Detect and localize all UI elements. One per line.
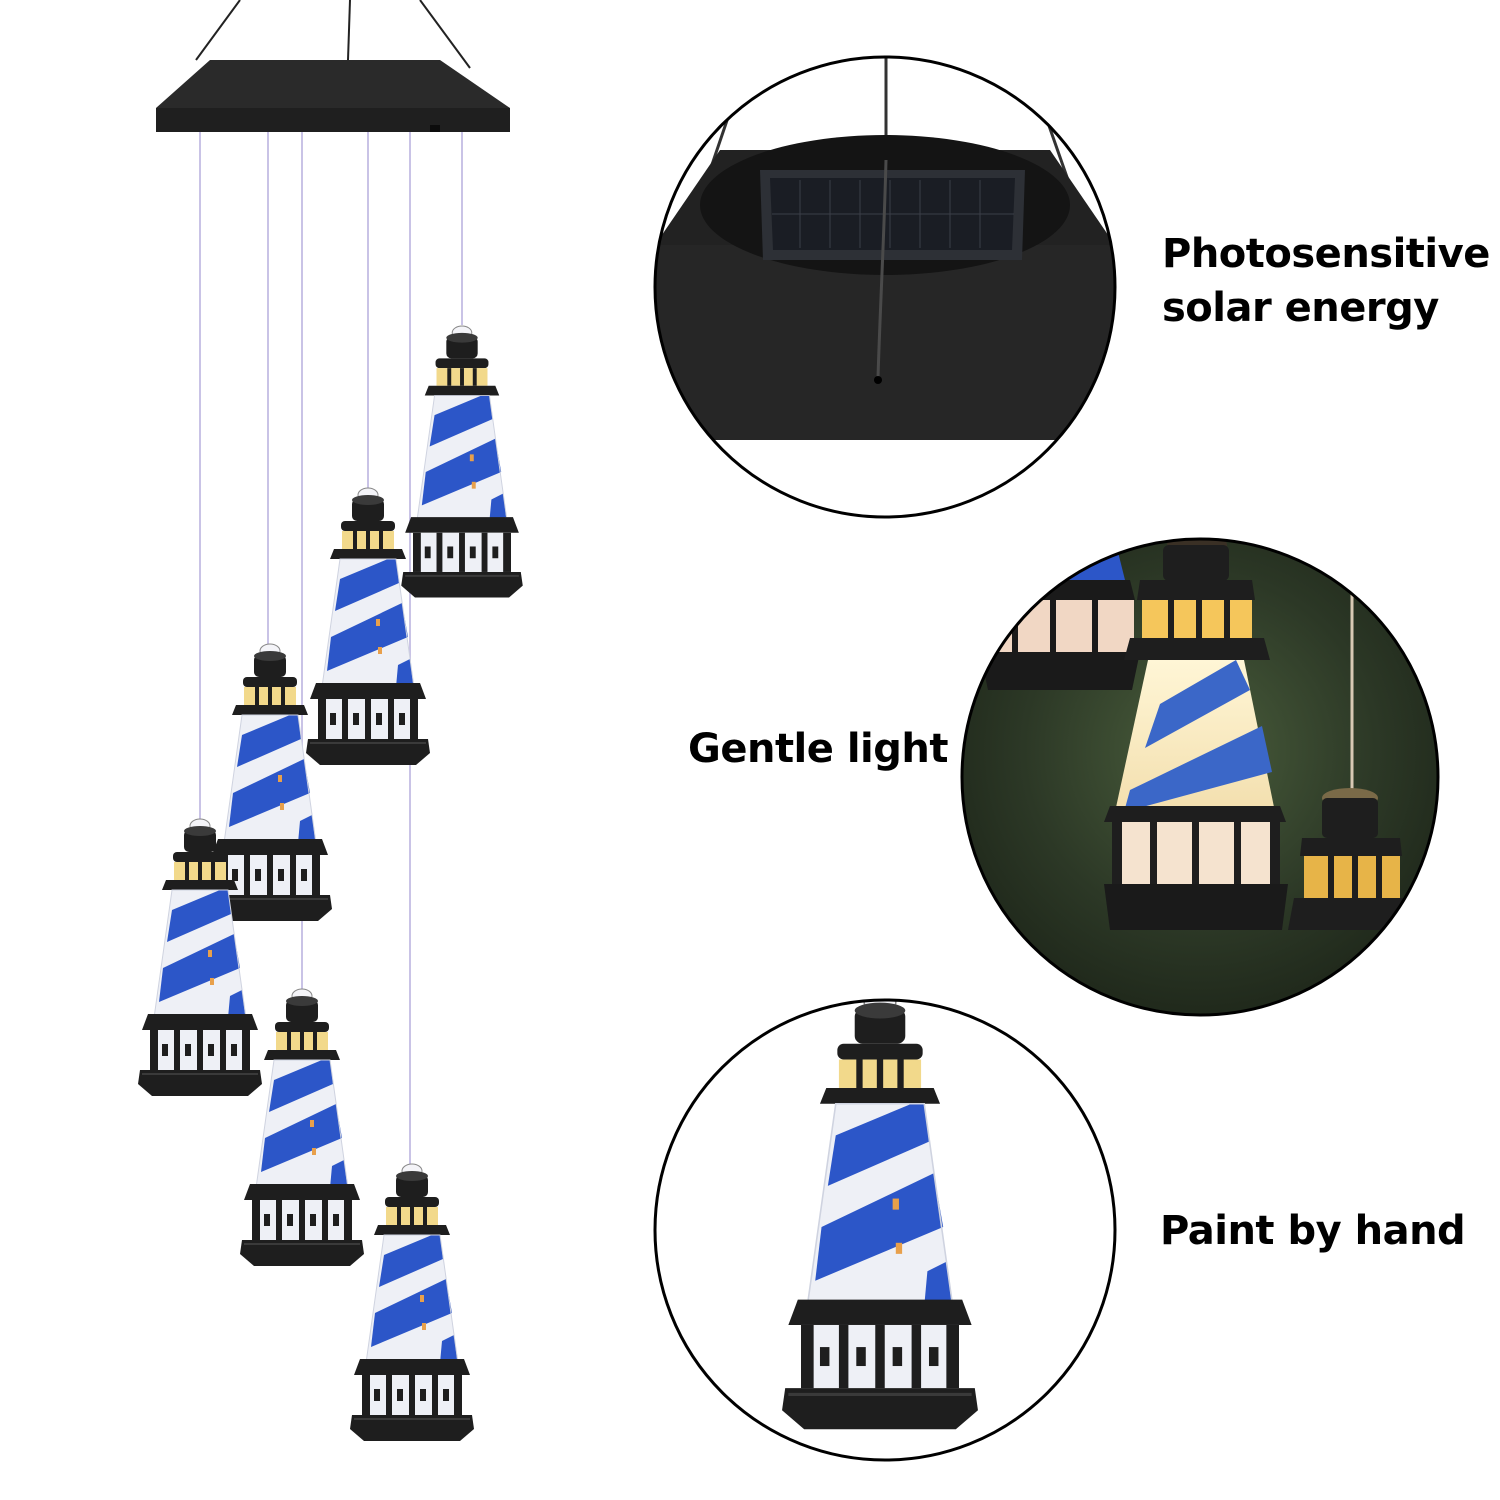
lighthouse-3 [206, 642, 334, 923]
chime-strings [199, 132, 463, 1165]
hanging-strings [195, 0, 471, 69]
glowing-lighthouse-closeup [960, 537, 1440, 1017]
lighthouse-1 [399, 324, 525, 600]
feature-caption-light: Gentle light [688, 726, 948, 772]
lighthouse-6 [348, 1162, 476, 1443]
feature-caption-solar-line-1: Photosensitive [1162, 231, 1490, 277]
lighthouse-closeup [653, 998, 1117, 1462]
solar-top [156, 60, 510, 132]
solar-panel-closeup [653, 55, 1117, 519]
wind-chime [136, 0, 525, 1443]
feature-caption-paint: Paint by hand [1160, 1208, 1466, 1254]
feature-caption-solar: Photosensitive solar energy [1162, 227, 1490, 335]
feature-caption-solar-line-2: solar energy [1162, 285, 1439, 331]
lighthouse-5 [238, 987, 366, 1268]
